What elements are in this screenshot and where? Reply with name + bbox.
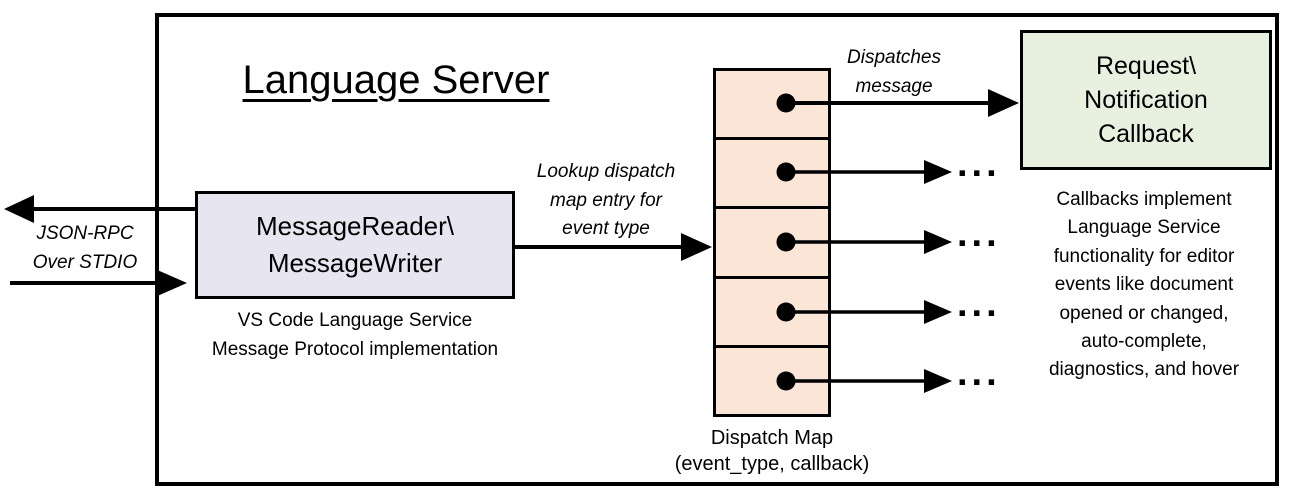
jsonrpc-label-line2: Over STDIO (32, 252, 138, 273)
language-server-boundary-box (155, 13, 1279, 486)
dispatch-map-label-line2: (event_type, callback) (674, 453, 870, 475)
message-reader-writer-box: MessageReader\ MessageWriter (195, 191, 515, 299)
dispatches-label-line2: message (855, 76, 933, 97)
callback-box-line2: Notification (1084, 86, 1208, 114)
dispatch-map-cell-5 (716, 344, 828, 414)
dispatch-map-label: Dispatch Map (event_type, callback) (660, 425, 884, 477)
dispatch-map-cell-4 (716, 275, 828, 345)
dispatch-map-label-line1: Dispatch Map (710, 427, 834, 449)
callbacks-note-line3: functionality for editor (1053, 245, 1235, 267)
lookup-label-line3: event type (562, 218, 650, 239)
reader-caption: VS Code Language Service Message Protoco… (165, 306, 545, 364)
lookup-label-line2: map entry for (550, 189, 662, 211)
callback-box-line3: Callback (1098, 120, 1194, 148)
dispatch-map-cell-3 (716, 206, 828, 275)
dispatches-message-label: Dispatches message (833, 43, 955, 101)
message-reader-line: MessageReader\ (256, 211, 454, 241)
jsonrpc-label-line1: JSON-RPC (36, 223, 134, 244)
callbacks-note-line4: events like document (1054, 274, 1234, 296)
dispatch-map-box (713, 68, 831, 417)
jsonrpc-stdio-label: JSON-RPC Over STDIO (15, 219, 155, 277)
message-writer-line: MessageWriter (267, 248, 443, 278)
lookup-dispatch-label: Lookup dispatch map entry for event type (517, 158, 695, 244)
dispatch-map-cell-1 (716, 71, 828, 137)
reader-caption-line2: Message Protocol implementation (211, 339, 499, 360)
callbacks-note-line1: Callbacks implement (1056, 189, 1232, 210)
diagram-title: Language Server (242, 58, 550, 102)
callbacks-note-line2: Language Service (1067, 217, 1221, 239)
callbacks-note-line7: diagnostics, and hover (1048, 359, 1240, 381)
dispatch-map-cell-2 (716, 137, 828, 206)
callbacks-note-line6: auto-complete, (1081, 331, 1207, 353)
ellipsis-row-5: ... (957, 352, 1001, 394)
ellipsis-row-3: ... (957, 213, 1001, 255)
callbacks-note-line5: opened or changed, (1059, 302, 1229, 324)
request-notification-callback-box: Request\ Notification Callback (1020, 30, 1272, 170)
ellipsis-row-4: ... (957, 283, 1001, 325)
reader-caption-line1: VS Code Language Service (237, 310, 473, 331)
ellipsis-row-2: ... (957, 143, 1001, 185)
callback-box-line1: Request\ (1095, 52, 1197, 80)
lookup-label-line1: Lookup dispatch (536, 161, 676, 182)
dispatches-label-line1: Dispatches (847, 47, 941, 68)
callbacks-note: Callbacks implement Language Service fun… (1018, 186, 1270, 385)
